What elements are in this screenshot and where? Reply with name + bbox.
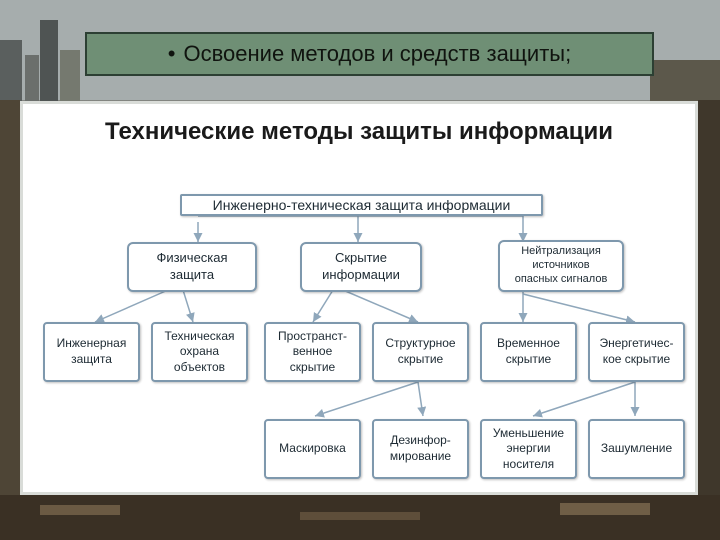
node-temporal-hiding: Временное скрытие [480, 322, 577, 382]
node-masking: Маскировка [264, 419, 361, 479]
diagram-panel: Технические методы защиты информации Инж… [20, 101, 698, 495]
header-bar: • Освоение методов и средств защиты; [85, 32, 654, 76]
node-disinformation: Дезинфор- мирование [372, 419, 469, 479]
node-signal-neutralization: Нейтрализация источников опасных сигнало… [498, 240, 624, 292]
node-physical-protection: Физическая защита [127, 242, 257, 292]
header-text: Освоение методов и средств защиты; [183, 41, 572, 66]
connector-lines [94, 215, 640, 418]
bullet-marker: • [167, 41, 176, 66]
node-root: Инженерно-техническая защита информации [180, 194, 543, 216]
node-information-hiding: Скрытие информации [300, 242, 422, 292]
diagram-title: Технические методы защиты информации [104, 118, 614, 145]
node-energy-hiding: Энергетичес- кое скрытие [588, 322, 685, 382]
node-noise-masking: Зашумление [588, 419, 685, 479]
node-technical-guarding: Техническая охрана объектов [151, 322, 248, 382]
node-spatial-hiding: Пространст- венное скрытие [264, 322, 361, 382]
node-engineering-protection: Инженерная защита [43, 322, 140, 382]
node-structural-hiding: Структурное скрытие [372, 322, 469, 382]
node-energy-reduction: Уменьшение энергии носителя [480, 419, 577, 479]
